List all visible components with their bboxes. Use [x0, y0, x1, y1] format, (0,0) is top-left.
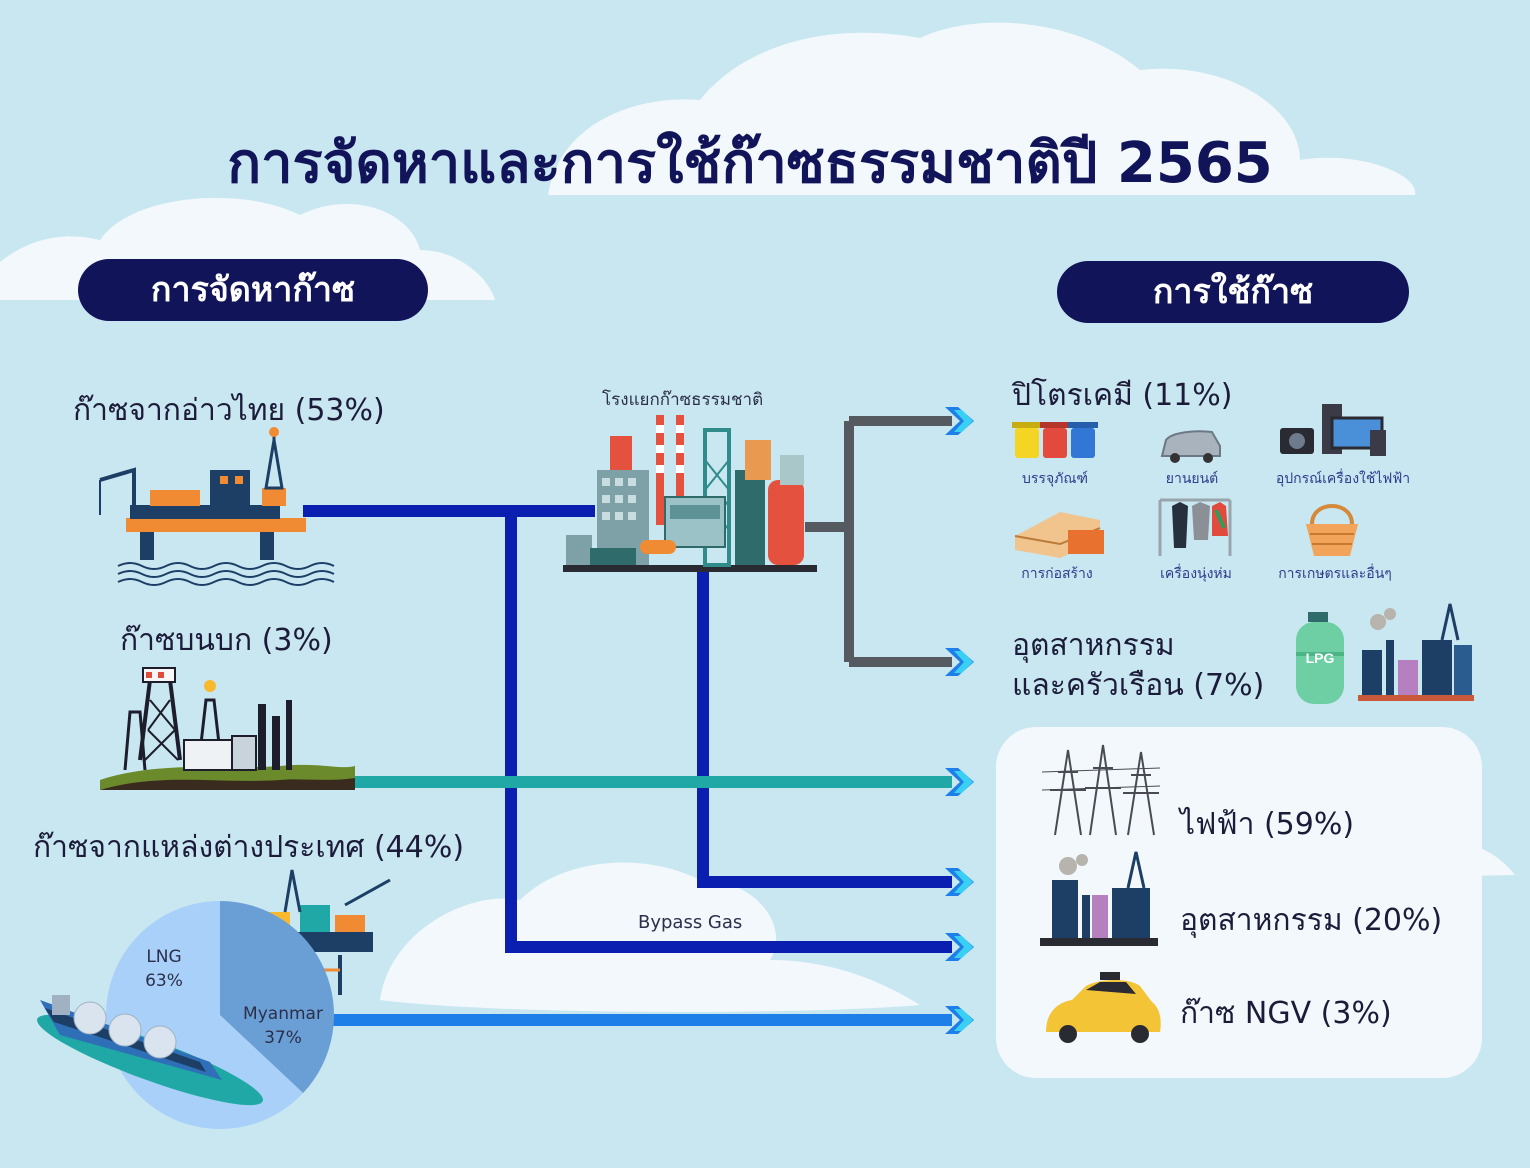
arrow-head-icon — [945, 407, 974, 435]
plant-label: โรงแยกก๊าซธรรมชาติ — [602, 390, 764, 410]
pie-slice-myanmar — [220, 901, 334, 1094]
petro-item-agriculture: การเกษตรและอื่นๆ — [1278, 566, 1392, 582]
lpg-label: LPG — [1306, 650, 1335, 666]
arrow-head-icon — [945, 768, 974, 796]
flow-lines — [303, 416, 952, 1026]
clothing-icon — [1158, 498, 1232, 556]
lng-ship-icon — [37, 995, 263, 1106]
flow-plant-to-petrochem — [805, 416, 952, 667]
onshore-rig-icon — [100, 667, 355, 790]
arrowheads — [945, 407, 974, 1034]
petrochem-label: ปิโตรเคมี (11%) — [1012, 378, 1233, 413]
industry-household-label-2: และครัวเรือน (7%) — [1012, 668, 1265, 703]
factory-icon — [1040, 851, 1158, 946]
petro-item-clothing: เครื่องนุ่งห่ม — [1160, 566, 1232, 582]
industry-household-label-1: อุตสาหกรรม — [1012, 628, 1175, 663]
petro-item-packaging: บรรจุภัณฑ์ — [1022, 471, 1088, 487]
supply-header: การจัดหาก๊าซ — [78, 259, 428, 321]
bypass-label: Bypass Gas — [638, 912, 743, 933]
basket-icon — [1306, 504, 1358, 556]
arrow-head-icon — [945, 648, 974, 676]
electronics-icon — [1280, 404, 1386, 456]
petro-item-car: ยานยนต์ — [1165, 471, 1219, 487]
background-clouds — [0, 22, 1515, 1078]
arrow-head-icon — [945, 868, 974, 896]
car-icon — [1160, 430, 1221, 463]
industry-label: อุตสาหกรรม (20%) — [1180, 903, 1443, 938]
arrow-head-icon — [945, 1006, 974, 1034]
petro-item-electronics: อุปกรณ์เครื่องใช้ไฟฟ้า — [1275, 471, 1411, 487]
page-title: การจัดหาและการใช้ก๊าซธรรมชาติปี 2565 — [227, 131, 1273, 196]
gas-separation-plant-icon — [563, 415, 817, 572]
ngv-label: ก๊าซ NGV (3%) — [1180, 996, 1392, 1031]
use-header: การใช้ก๊าซ — [1057, 261, 1409, 323]
factory-small-icon — [1358, 603, 1474, 701]
arrow-head-icon — [945, 933, 974, 961]
flow-bypass — [505, 511, 952, 953]
flow-plant-to-industry — [697, 565, 952, 888]
packaging-icon — [1012, 422, 1098, 458]
foreign-gas-label: ก๊าซจากแหล่งต่างประเทศ (44%) — [33, 830, 465, 865]
offshore-platform-icon — [99, 427, 335, 586]
power-tower-icon — [1041, 744, 1161, 836]
taxi-icon — [1046, 972, 1161, 1043]
petro-item-construction: การก่อสร้าง — [1021, 566, 1093, 582]
power-label: ไฟฟ้า (59%) — [1180, 807, 1355, 842]
onshore-gas-label: ก๊าซบนบก (3%) — [120, 623, 333, 658]
construction-icon — [1014, 512, 1104, 558]
lpg-tank-icon: LPG — [1296, 612, 1344, 704]
gulf-gas-label: ก๊าซจากอ่าวไทย (53%) — [73, 393, 385, 428]
